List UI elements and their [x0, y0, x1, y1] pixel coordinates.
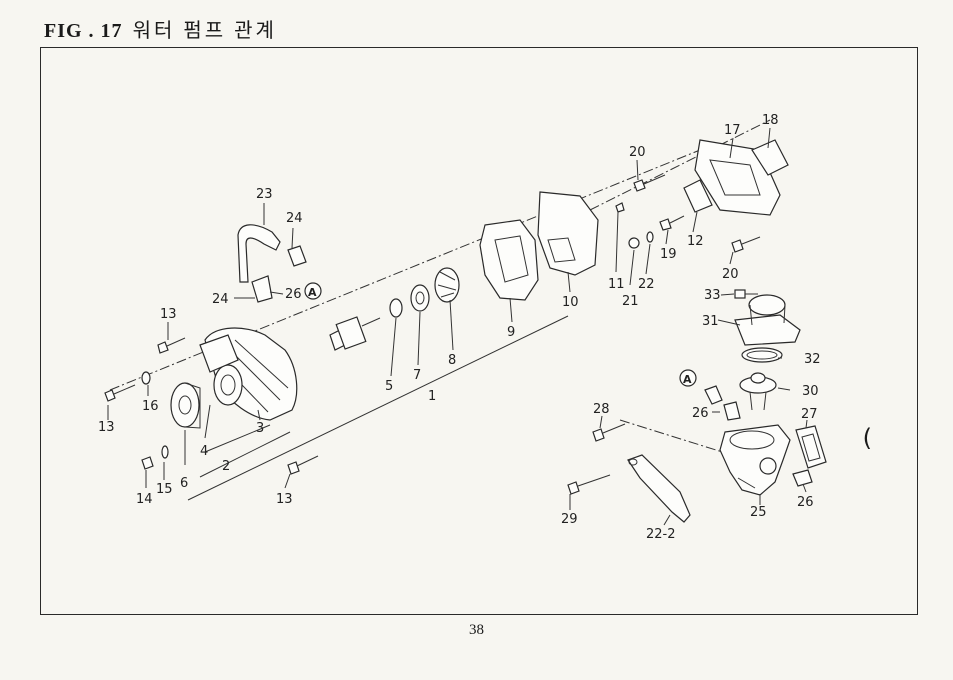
assembly-line-2	[199, 431, 291, 478]
shaft-bearing	[329, 316, 381, 351]
page-number: 38	[469, 622, 484, 638]
part-label-10: 10	[562, 295, 579, 310]
part-label-32: 32	[804, 352, 821, 367]
thermostat-30	[739, 372, 777, 411]
seal-ring	[389, 284, 430, 318]
temperature-sensor-26	[704, 385, 741, 421]
figure-number: FIG . 17	[44, 20, 123, 42]
leader-lines	[107, 127, 808, 526]
part-label-13b: 13	[98, 420, 115, 435]
part-label-12: 12	[687, 234, 704, 249]
part-label-26b: 26	[692, 406, 709, 421]
bolts	[104, 174, 813, 495]
part-label-24a: 24	[286, 211, 303, 226]
part-label-2: 2	[222, 459, 230, 474]
hose-23	[237, 224, 281, 283]
part-label-21: 21	[622, 294, 639, 309]
part-label-4: 4	[200, 444, 208, 459]
part-label-26a: 26	[285, 287, 302, 302]
bolt-33	[734, 289, 758, 299]
diagram-frame	[40, 47, 918, 615]
part-label-17: 17	[724, 123, 741, 138]
gasket-9	[479, 219, 539, 301]
hose-fitting	[251, 245, 307, 303]
part-label-19: 19	[660, 247, 677, 262]
part-label-22-2: 22-2	[646, 527, 676, 542]
callout-a-right: A	[679, 369, 697, 387]
part-label-30: 30	[802, 384, 819, 399]
part-label-22: 22	[638, 277, 655, 292]
part-label-13c: 13	[276, 492, 293, 507]
gasket-18	[751, 139, 789, 176]
part-label-7: 7	[413, 368, 421, 383]
part-label-13a: 13	[160, 307, 177, 322]
part-label-11: 11	[608, 277, 625, 292]
part-label-20a: 20	[629, 145, 646, 160]
thermostat-cover-31	[734, 294, 801, 346]
part-label-29: 29	[561, 512, 578, 527]
part-label-31: 31	[702, 314, 719, 329]
o-ring-32	[741, 347, 783, 363]
figure-korean-title: 워터 펌프 관계	[132, 20, 277, 42]
part-label-28: 28	[593, 402, 610, 417]
part-label-3: 3	[256, 421, 264, 436]
part-label-1: 1	[428, 389, 436, 404]
back-plate-10	[537, 191, 599, 276]
impeller	[434, 267, 460, 303]
thermostat-housing-25	[719, 424, 791, 496]
part-label-8: 8	[448, 353, 456, 368]
part-label-9: 9	[507, 325, 515, 340]
assembly-line-1	[187, 315, 569, 501]
part-label-27: 27	[801, 407, 818, 422]
part-label-14: 14	[136, 492, 153, 507]
figure-title: FIG . 17 워터 펌프 관계	[44, 14, 277, 43]
page-edge-mark: (	[862, 424, 872, 452]
part-label-20b: 20	[722, 267, 739, 282]
centerline-upper	[589, 119, 771, 211]
part-label-15: 15	[156, 482, 173, 497]
part-label-33: 33	[704, 288, 721, 303]
bracket-22-2	[627, 454, 691, 523]
gasket-12	[683, 179, 713, 213]
svg-text:A: A	[683, 373, 692, 386]
part-label-16: 16	[142, 399, 159, 414]
gasket-27	[795, 425, 827, 469]
part-label-18: 18	[762, 113, 779, 128]
pulley-hub	[170, 382, 201, 429]
part-label-26c: 26	[797, 495, 814, 510]
part-label-24b: 24	[212, 292, 229, 307]
part-label-23: 23	[256, 187, 273, 202]
svg-text:A: A	[308, 286, 317, 299]
pump-inlet-pipe	[199, 334, 239, 373]
centerline-main	[109, 149, 701, 391]
callout-a-left: A	[304, 282, 322, 300]
part-label-25: 25	[750, 505, 767, 520]
assembly-line-3	[204, 424, 271, 453]
part-label-6: 6	[180, 476, 188, 491]
part-label-5: 5	[385, 379, 393, 394]
